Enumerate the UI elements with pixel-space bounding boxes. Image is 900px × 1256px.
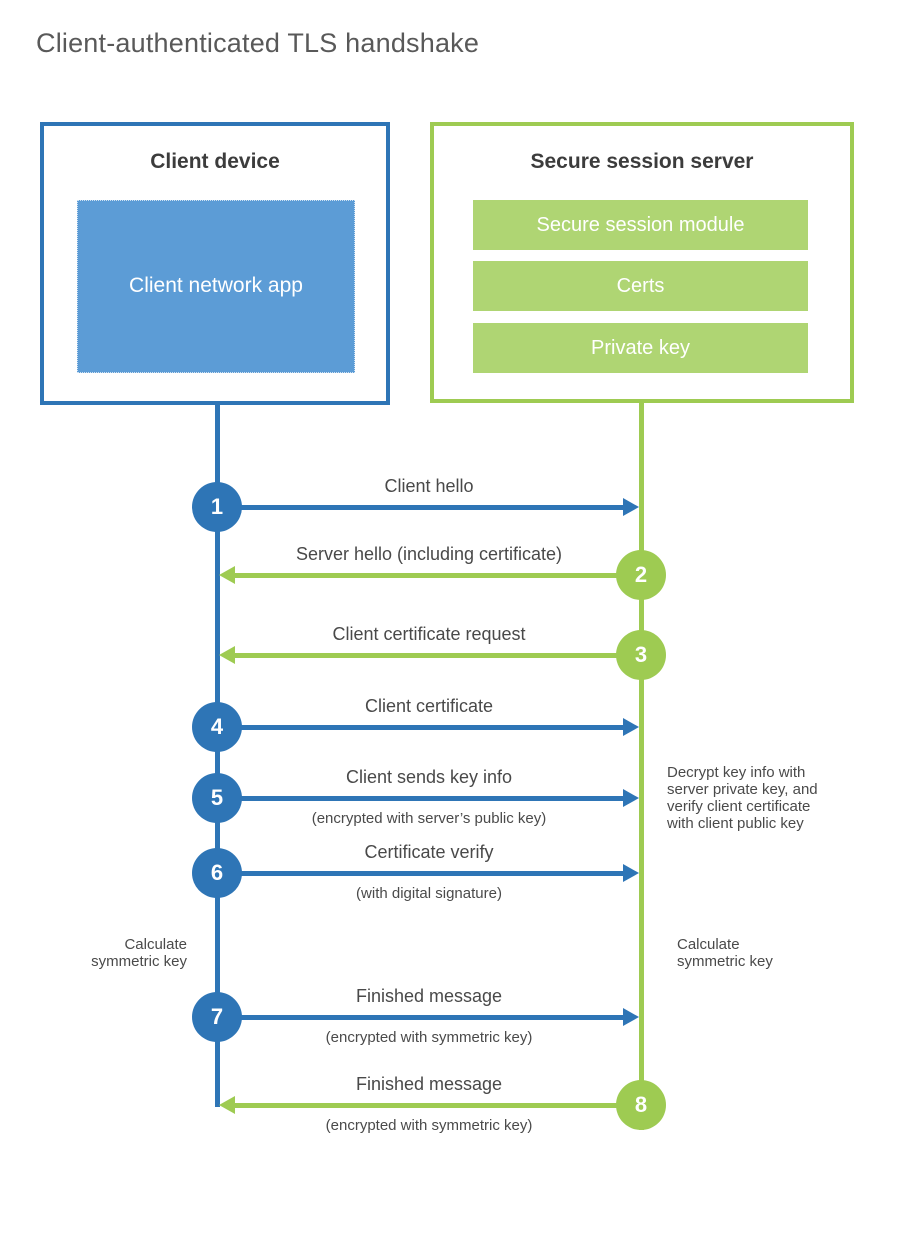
step-8-arrow	[233, 1103, 641, 1108]
step-1-arrow	[217, 505, 625, 510]
step-3-label: Client certificate request	[332, 624, 526, 644]
step-3-arrowhead-icon	[219, 646, 235, 664]
step-6-label: Certificate verify	[364, 842, 494, 862]
client-device-title: Client device	[150, 150, 280, 173]
note-decrypt-key-info: Decrypt key info with server private key…	[667, 764, 818, 832]
step-4-badge: 4	[192, 702, 242, 752]
step-8-label: Finished message	[355, 1074, 503, 1094]
step-3-arrow	[233, 653, 641, 658]
note-calculate-symmetric-key-client: Calculate symmetric key	[91, 936, 187, 970]
server-module-private-key: Private key	[473, 323, 808, 373]
step-5-badge: 5	[192, 773, 242, 823]
step-1-badge: 1	[192, 482, 242, 532]
step-7-label: Finished message	[355, 986, 503, 1006]
step-2-arrowhead-icon	[219, 566, 235, 584]
step-7-sublabel: (encrypted with symmetric key)	[325, 1029, 533, 1046]
step-2-arrow	[233, 573, 641, 578]
step-4-arrowhead-icon	[623, 718, 639, 736]
server-module-certs: Certs	[473, 261, 808, 311]
step-6-arrowhead-icon	[623, 864, 639, 882]
step-6-arrow	[217, 871, 625, 876]
step-2-badge: 2	[616, 550, 666, 600]
step-8-badge: 8	[616, 1080, 666, 1130]
client-lifeline	[215, 405, 220, 1107]
step-7-arrow	[217, 1015, 625, 1020]
client-network-app-box: Client network app	[77, 200, 355, 373]
server-module-secure-session-module: Secure session module	[473, 200, 808, 250]
step-4-arrow	[217, 725, 625, 730]
step-1-arrowhead-icon	[623, 498, 639, 516]
note-calculate-symmetric-key-server: Calculate symmetric key	[677, 936, 773, 970]
step-3-badge: 3	[616, 630, 666, 680]
step-1-label: Client hello	[384, 476, 474, 496]
step-4-label: Client certificate	[364, 696, 494, 716]
step-7-badge: 7	[192, 992, 242, 1042]
step-5-arrowhead-icon	[623, 789, 639, 807]
server-lifeline	[639, 403, 644, 1130]
client-network-app-label: Client network app	[129, 274, 303, 298]
step-6-sublabel: (with digital signature)	[356, 885, 502, 902]
step-2-label: Server hello (including certificate)	[295, 544, 563, 564]
step-7-arrowhead-icon	[623, 1008, 639, 1026]
step-5-label: Client sends key info	[345, 767, 513, 787]
step-8-arrowhead-icon	[219, 1096, 235, 1114]
step-5-sublabel: (encrypted with server’s public key)	[311, 810, 547, 827]
step-6-badge: 6	[192, 848, 242, 898]
secure-session-server-title: Secure session server	[530, 150, 754, 173]
page-title: Client-authenticated TLS handshake	[36, 28, 480, 58]
step-5-arrow	[217, 796, 625, 801]
step-8-sublabel: (encrypted with symmetric key)	[325, 1117, 533, 1134]
